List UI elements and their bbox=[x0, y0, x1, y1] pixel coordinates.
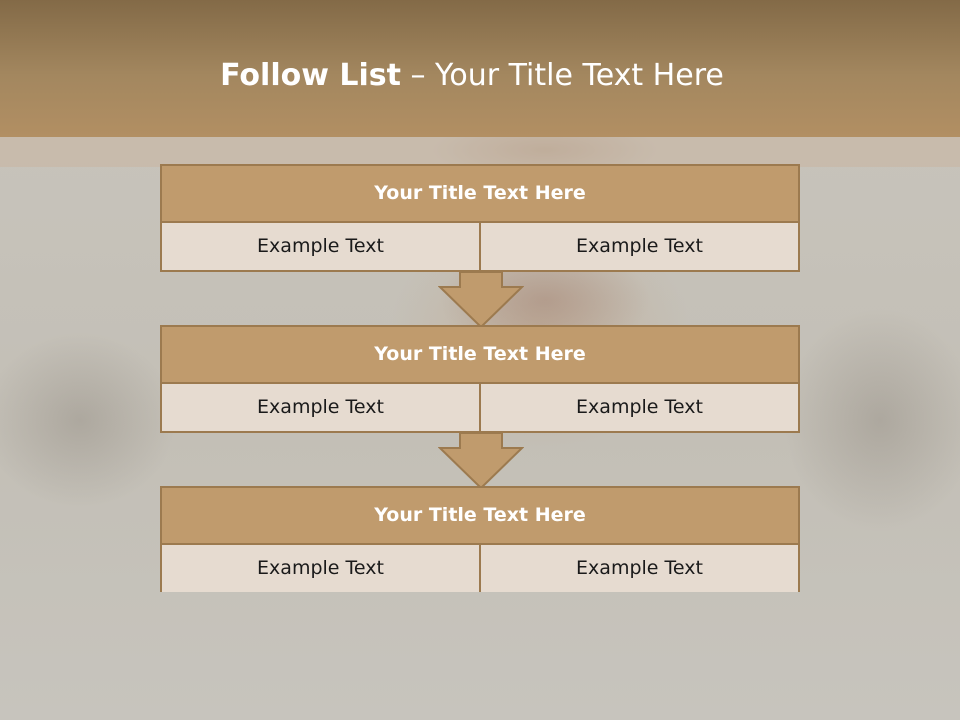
title-bar bbox=[0, 0, 960, 137]
block-cell-right: Example Text bbox=[479, 545, 798, 592]
block-title: Your Title Text Here bbox=[162, 327, 798, 384]
title-bar-band bbox=[0, 137, 960, 167]
block-cell-left: Example Text bbox=[162, 384, 479, 431]
block-cell-right: Example Text bbox=[479, 384, 798, 431]
down-arrow-icon bbox=[438, 432, 524, 490]
block-row: Example Text Example Text bbox=[162, 223, 798, 270]
block-cell-left: Example Text bbox=[162, 223, 479, 270]
slide-title-bold: Follow List bbox=[220, 58, 401, 93]
slide-title-rest: – Your Title Text Here bbox=[400, 58, 724, 93]
slide-title: Follow List – Your Title Text Here bbox=[0, 56, 944, 96]
down-arrow-icon bbox=[438, 271, 524, 329]
block-title: Your Title Text Here bbox=[162, 166, 798, 223]
block-row: Example Text Example Text bbox=[162, 545, 798, 592]
block-cell-left: Example Text bbox=[162, 545, 479, 592]
list-block-3: Your Title Text Here Example Text Exampl… bbox=[160, 486, 800, 592]
list-block-2: Your Title Text Here Example Text Exampl… bbox=[160, 325, 800, 433]
list-block-1: Your Title Text Here Example Text Exampl… bbox=[160, 164, 800, 272]
block-cell-right: Example Text bbox=[479, 223, 798, 270]
block-row: Example Text Example Text bbox=[162, 384, 798, 431]
block-title: Your Title Text Here bbox=[162, 488, 798, 545]
